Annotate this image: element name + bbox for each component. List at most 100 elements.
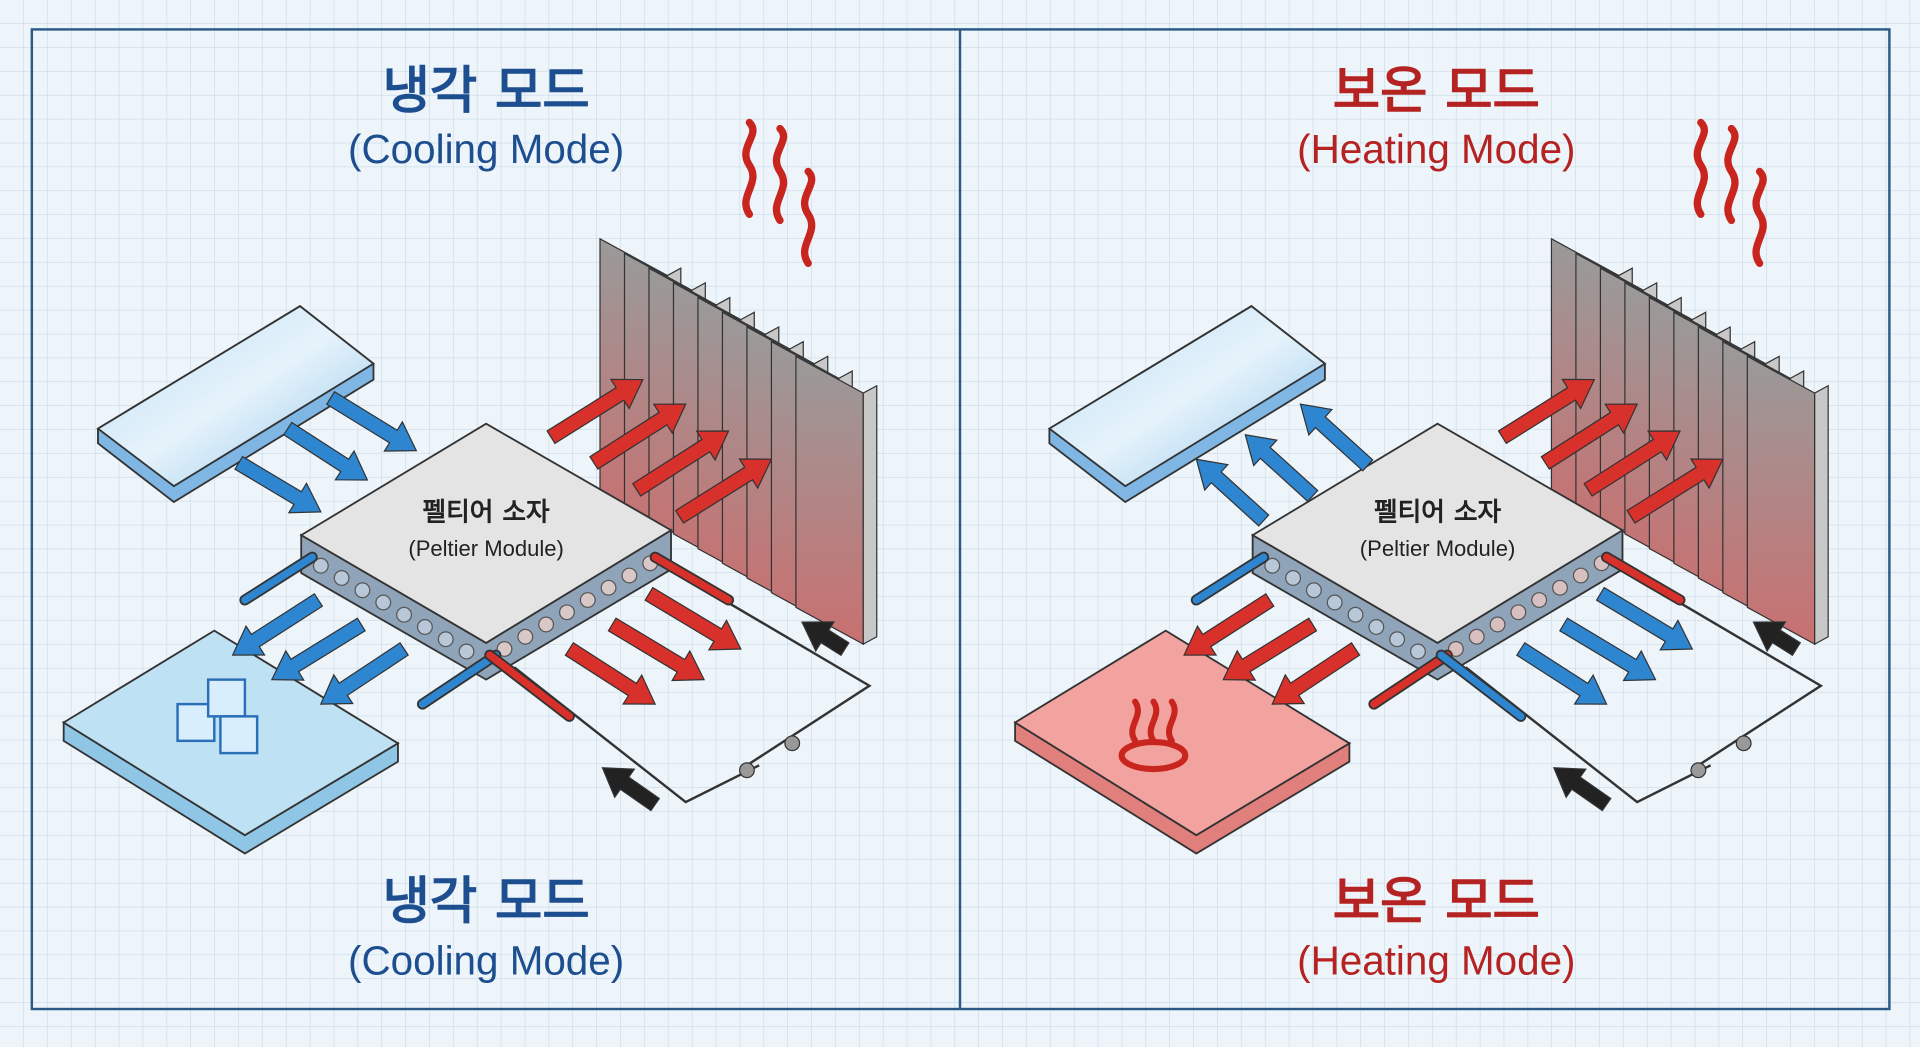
semiconductor-pellet	[1510, 604, 1527, 621]
lead-wire	[1437, 651, 1525, 721]
heat-flow-arrow	[546, 378, 644, 445]
heat-flow-arrow	[231, 593, 324, 656]
current-direction-arrow	[1552, 767, 1612, 812]
heating-bottom-title: 보온 모드	[1333, 871, 1540, 931]
lead-wire	[486, 651, 574, 721]
heat-wave-icon	[772, 124, 788, 225]
heat-flow-arrow	[282, 421, 369, 481]
switch-terminal	[738, 762, 755, 779]
current-direction-arrow	[1752, 621, 1802, 657]
hot-spring-icon	[1166, 698, 1178, 744]
semiconductor-pellet	[1264, 557, 1281, 574]
switch-terminal	[1690, 762, 1707, 779]
cold-plate	[1047, 305, 1327, 488]
heat-flow-arrow	[325, 390, 418, 452]
semiconductor-pellet	[517, 628, 534, 645]
hot-spring-icon	[1129, 698, 1141, 744]
heat-flow-arrow	[1583, 430, 1681, 497]
module-sublabel: (Peltier Module)	[1360, 536, 1516, 561]
current-direction-arrow	[601, 767, 661, 812]
semiconductor-pellet	[1326, 594, 1343, 611]
switch-terminal	[1735, 735, 1752, 752]
semiconductor-pellet	[621, 567, 638, 584]
lead-wire-red	[1602, 553, 1684, 604]
semiconductor-pellet	[333, 570, 350, 586]
ice-cube-icon	[219, 715, 259, 755]
cooling-bottom-subtitle: (Cooling Mode)	[348, 938, 624, 984]
heat-flow-arrow	[1183, 593, 1275, 656]
heat-flow-arrow	[1540, 403, 1639, 470]
semiconductor-pellet	[1531, 592, 1548, 608]
heat-wave-icon	[1752, 167, 1767, 267]
semiconductor-pellet	[1468, 628, 1485, 645]
lead-wire	[418, 651, 500, 708]
heat-flow-arrow	[1271, 642, 1361, 705]
semiconductor-pellet	[354, 582, 371, 599]
peltier-module-top	[299, 422, 673, 644]
heat-flow-arrow	[270, 617, 366, 681]
semiconductor-pellet	[1410, 643, 1426, 660]
heat-flow-arrow	[644, 586, 742, 651]
semiconductor-pellet	[600, 579, 617, 596]
peltier-module-top	[1250, 422, 1625, 644]
heat-wave-icon	[800, 167, 816, 267]
lead-wire	[1370, 651, 1452, 708]
lead-wire-blue	[1192, 553, 1268, 604]
heat-wave-icon	[1693, 118, 1708, 218]
semiconductor-pellet	[558, 604, 575, 621]
heatsink-fin-edge	[862, 384, 878, 646]
heat-flow-arrow	[564, 641, 657, 705]
semiconductor-pellet	[396, 606, 413, 623]
semiconductor-pellet	[579, 592, 596, 608]
semiconductor-pellet	[1389, 631, 1406, 648]
heat-flow-arrow	[1299, 403, 1374, 472]
semiconductor-pellet	[1305, 582, 1322, 599]
heat-flow-arrow	[319, 642, 409, 705]
cooling-subtitle: (Cooling Mode)	[348, 126, 624, 172]
semiconductor-pellet	[416, 619, 433, 635]
heat-flow-arrow	[1515, 641, 1608, 705]
heat-flow-arrow	[1222, 617, 1318, 681]
semiconductor-pellet	[538, 616, 555, 633]
heat-flow-arrow	[674, 458, 773, 524]
heating-bottom-subtitle: (Heating Mode)	[1297, 938, 1575, 984]
semiconductor-pellet	[1572, 567, 1589, 584]
heat-flow-arrow	[1195, 458, 1270, 527]
heat-flow-arrow	[607, 617, 706, 682]
heat-flow-arrow	[234, 455, 322, 514]
hot-spring-icon	[1147, 698, 1160, 744]
lead-wire-red	[651, 553, 733, 604]
heating-subtitle: (Heating Mode)	[1297, 126, 1575, 172]
cooling-bottom-title: 냉각 모드	[383, 871, 590, 931]
module-sublabel: (Peltier Module)	[408, 536, 564, 561]
heat-flow-arrow	[1595, 586, 1694, 651]
semiconductor-pellet	[458, 643, 475, 660]
current-direction-arrow	[801, 621, 850, 657]
heated-plate	[1013, 629, 1352, 837]
switch-terminal	[784, 735, 801, 752]
cooling-panel: 냉각 모드 (Cooling Mode) 냉각 모드 (Cooling Mode…	[61, 61, 878, 984]
module-label: 펠티어 소자	[423, 497, 551, 527]
semiconductor-pellet	[1285, 570, 1302, 586]
semiconductor-pellet	[1347, 606, 1364, 623]
ice-cube-icon	[206, 678, 247, 718]
lead-wire-blue	[241, 553, 316, 604]
semiconductor-pellet	[1368, 619, 1385, 635]
heat-wave-icon	[742, 118, 757, 218]
semiconductor-pellet	[437, 631, 454, 648]
heat-flow-arrow	[589, 403, 687, 470]
heat-flow-arrow	[1559, 617, 1657, 682]
cooling-title: 냉각 모드	[383, 61, 590, 121]
heat-wave-icon	[1724, 124, 1739, 225]
heatsink-fin	[795, 355, 864, 646]
heating-panel: 보온 모드 (Heating Mode) 보온 모드 (Heating Mode…	[1013, 61, 1829, 984]
cold-plate	[96, 305, 376, 488]
heating-title: 보온 모드	[1333, 61, 1540, 121]
heat-flow-arrow	[1626, 458, 1724, 524]
heatsink-fin-edge	[1814, 384, 1829, 646]
semiconductor-pellet	[1489, 616, 1506, 633]
heat-flow-arrow	[631, 430, 730, 497]
semiconductor-pellet	[375, 594, 392, 611]
heat-flow-arrow	[1497, 378, 1596, 445]
